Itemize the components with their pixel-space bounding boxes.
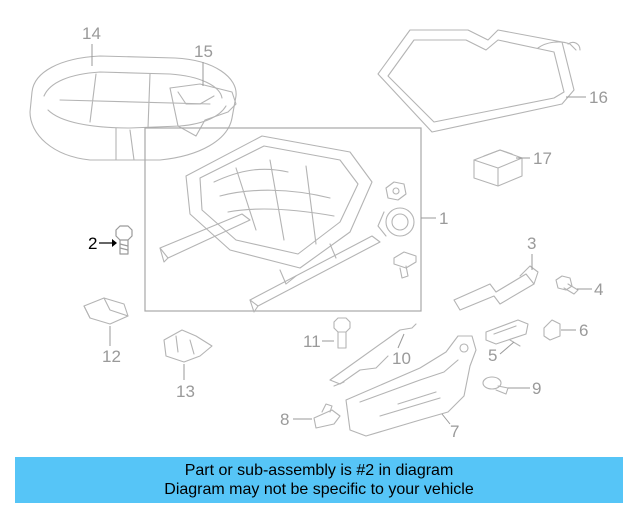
banner-line-2: Diagram may not be specific to your vehi… (164, 481, 474, 498)
part-10-harness (329, 323, 417, 387)
callout-label-9: 9 (532, 379, 541, 398)
callout-label-12: 12 (102, 347, 121, 366)
callout-label-15: 15 (194, 42, 213, 61)
callout-label-13: 13 (176, 382, 195, 401)
part-6-clip (543, 319, 561, 341)
callout-label-10: 10 (392, 349, 411, 368)
info-banner: Part or sub-assembly is #2 in diagram Di… (15, 457, 623, 503)
part-5-cover (485, 319, 529, 347)
callout-8: 8 (280, 410, 312, 429)
callout-label-8: 8 (280, 410, 289, 429)
part-15-cushion-cover (169, 83, 237, 137)
callout-2: 2 (88, 234, 117, 253)
part-9-grommet (482, 376, 509, 395)
callout-12: 12 (102, 326, 121, 366)
part-1-bolt (393, 251, 417, 279)
callout-14: 14 (82, 24, 101, 66)
callout-15: 15 (194, 42, 213, 86)
callout-label-2: 2 (88, 234, 97, 253)
part-2-bolt (115, 225, 133, 255)
callout-10: 10 (392, 333, 411, 368)
part-1-recliner (377, 207, 415, 237)
callout-label-14: 14 (82, 24, 101, 43)
part-13-bracket (163, 329, 213, 363)
callout-label-5: 5 (488, 346, 497, 365)
part-14-seat-cushion-pad (29, 55, 237, 161)
callout-5: 5 (488, 341, 515, 365)
part-12-bracket (83, 297, 129, 325)
callout-13: 13 (176, 364, 195, 401)
part-1-nut (385, 181, 407, 201)
callout-label-6: 6 (579, 321, 588, 340)
callout-7: 7 (441, 413, 459, 441)
part-3-lever-rod (453, 265, 539, 311)
callout-6: 6 (561, 321, 588, 340)
callout-11: 11 (303, 332, 334, 351)
part-7-side-shield (345, 335, 477, 437)
callout-9: 9 (508, 379, 541, 398)
part-4-screw (555, 275, 579, 295)
callout-1: 1 (421, 209, 448, 228)
callout-label-16: 16 (589, 88, 608, 107)
callout-label-4: 4 (594, 280, 603, 299)
callout-label-1: 1 (439, 209, 448, 228)
part-8-clip (313, 403, 341, 429)
callout-label-11: 11 (303, 332, 321, 351)
part-16-back-panel (377, 29, 581, 133)
part-1-seat-frame (144, 127, 422, 313)
callout-3: 3 (527, 234, 536, 270)
callout-label-17: 17 (533, 149, 552, 168)
part-11-bolt (333, 317, 351, 349)
callout-4: 4 (577, 280, 603, 299)
part-17-module (473, 149, 523, 187)
callout-label-7: 7 (450, 422, 459, 441)
callout-16: 16 (566, 88, 608, 107)
callout-17: 17 (516, 149, 552, 168)
callout-label-3: 3 (527, 234, 536, 253)
frame-box (144, 127, 422, 312)
banner-line-1: Part or sub-assembly is #2 in diagram (184, 462, 454, 479)
